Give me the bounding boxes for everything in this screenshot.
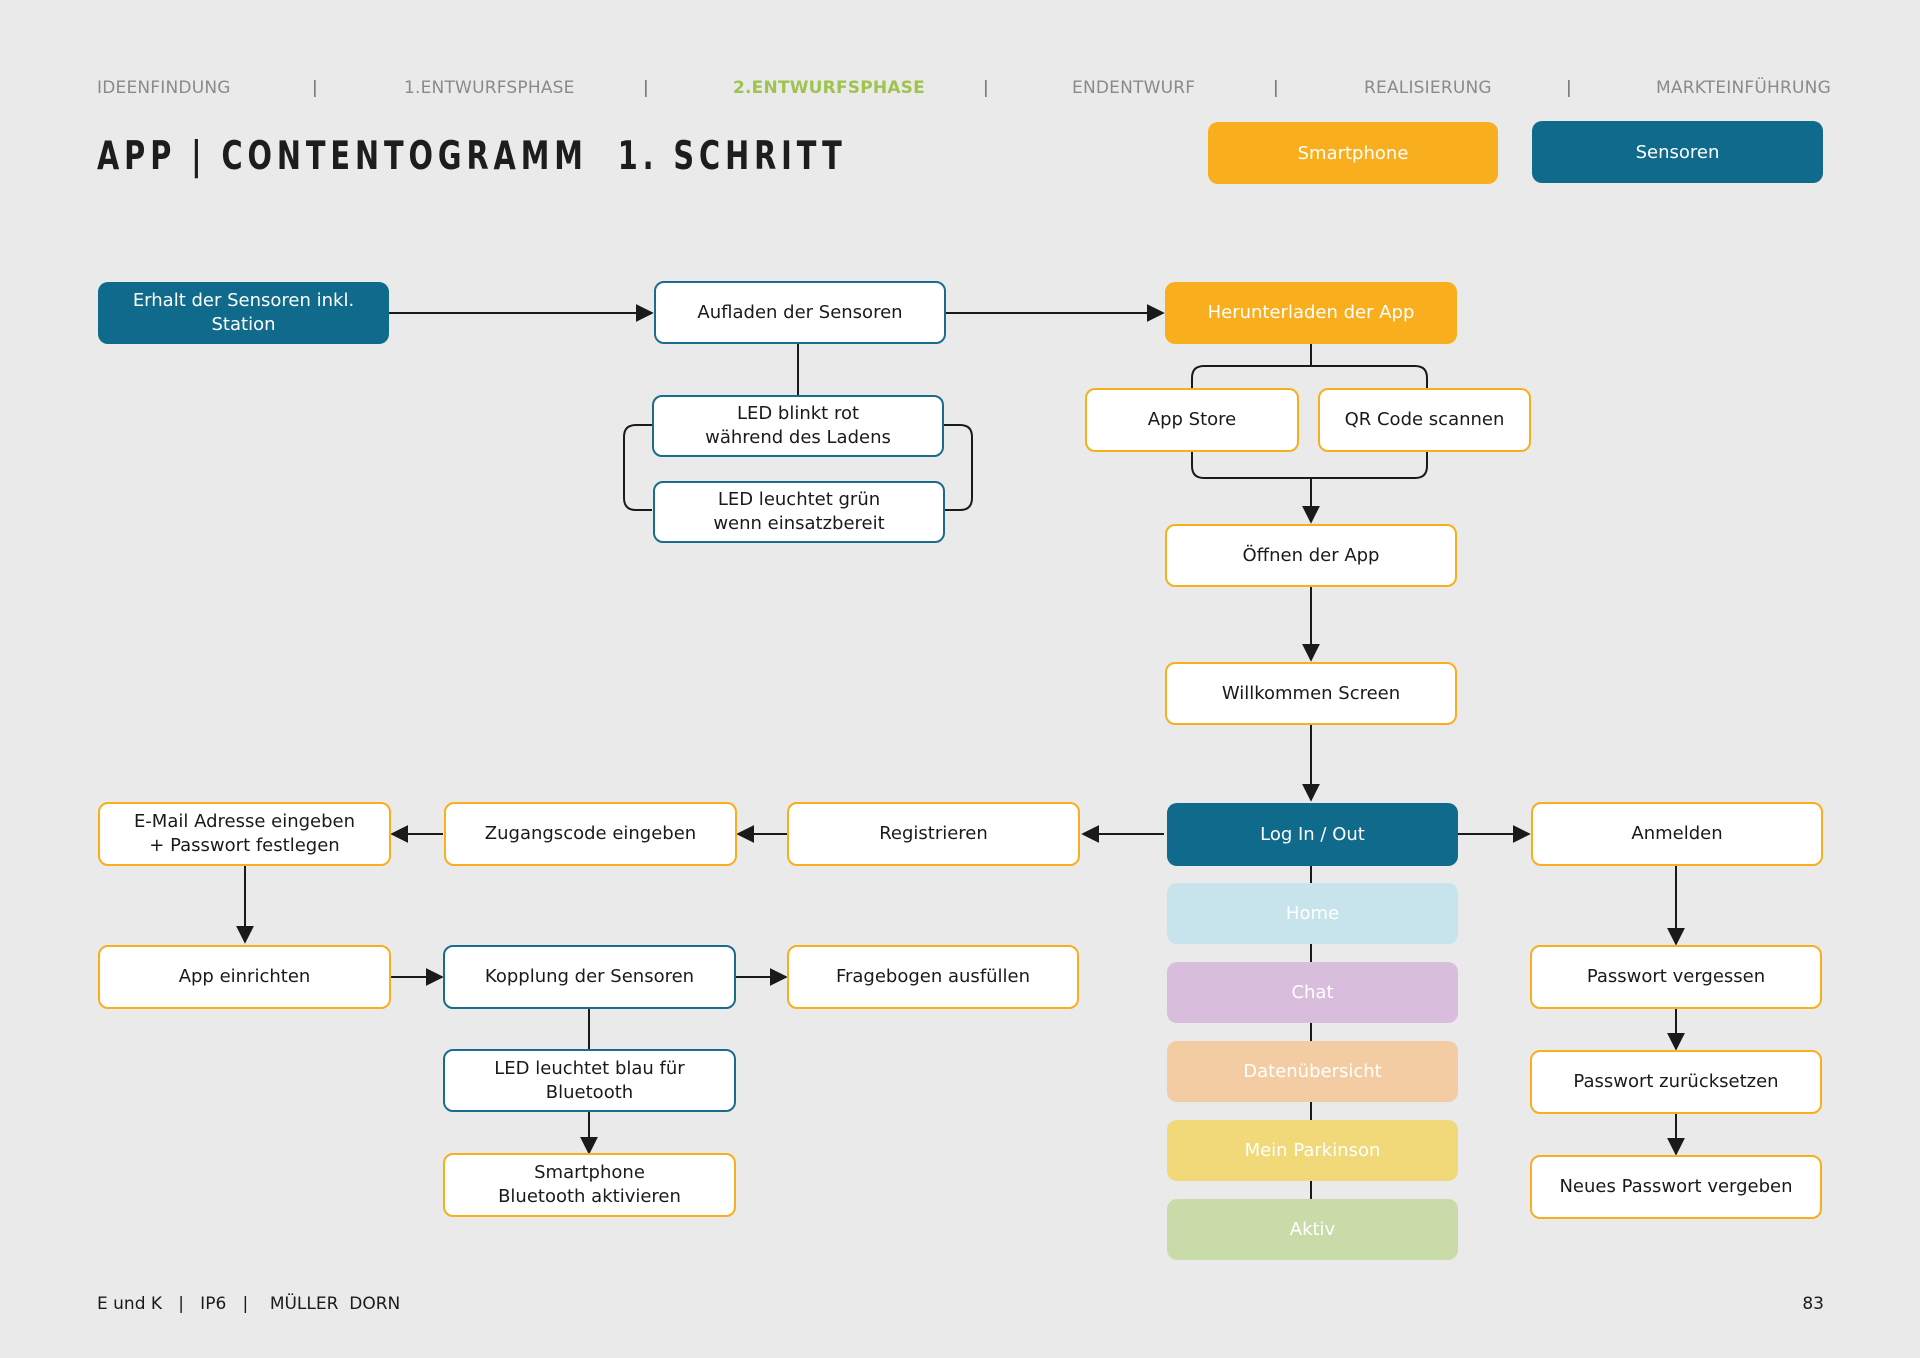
node-fragebogen-ausfuellen: Fragebogen ausfüllen: [787, 945, 1079, 1009]
nav-separator: |: [312, 78, 318, 98]
node-email-passwort: E-Mail Adresse eingeben + Passwort festle…: [98, 802, 391, 866]
nav-separator: |: [983, 78, 989, 98]
menu-item-chat: Chat: [1167, 962, 1458, 1023]
node-willkommen-screen: Willkommen Screen: [1165, 662, 1457, 725]
node-erhalt-sensoren: Erhalt der Sensoren inkl. Station: [98, 282, 389, 344]
node-herunterladen-app: Herunterladen der App: [1165, 282, 1457, 344]
node-neues-passwort: Neues Passwort vergeben: [1530, 1155, 1822, 1219]
menu-item-datenuebersicht: Datenübersicht: [1167, 1041, 1458, 1102]
node-led-leuchtet-gruen: LED leuchtet grün wenn einsatzbereit: [653, 481, 945, 543]
nav-item-realisierung[interactable]: REALISIERUNG: [1364, 78, 1492, 98]
nav-separator: |: [643, 78, 649, 98]
node-registrieren: Registrieren: [787, 802, 1080, 866]
bracket-led-left: [623, 424, 652, 511]
node-led-leuchtet-gruen-line1: LED leuchtet grün: [717, 489, 881, 510]
bracket-download-top: [1191, 365, 1428, 390]
node-led-leuchtet-gruen-line2: wenn einsatzbereit: [713, 513, 885, 534]
bracket-download-bottom: [1191, 450, 1428, 479]
node-email-line2: + Passwort festlegen: [149, 835, 340, 856]
node-app-einrichten: App einrichten: [98, 945, 391, 1009]
node-oeffnen-app: Öffnen der App: [1165, 524, 1457, 587]
menu-item-home: Home: [1167, 883, 1458, 944]
node-passwort-zuruecksetzen: Passwort zurücksetzen: [1530, 1050, 1822, 1114]
nav-item-ideenfindung[interactable]: IDEENFINDUNG: [97, 78, 231, 98]
footer-credits: E und K | IP6 | MÜLLER DORN: [97, 1294, 401, 1314]
node-led-blinkt-rot: LED blinkt rot während des Ladens: [652, 395, 944, 457]
nav-separator: |: [1566, 78, 1572, 98]
node-passwort-vergessen: Passwort vergessen: [1530, 945, 1822, 1009]
bracket-led-right: [944, 424, 973, 511]
nav-item-2-entwurfsphase[interactable]: 2.ENTWURFSPHASE: [733, 78, 925, 98]
menu-item-mein-parkinson: Mein Parkinson: [1167, 1120, 1458, 1181]
node-log-in-out: Log In / Out: [1167, 803, 1458, 866]
node-zugangscode-eingeben: Zugangscode eingeben: [444, 802, 737, 866]
node-app-store: App Store: [1085, 388, 1299, 452]
nav-item-endentwurf[interactable]: ENDENTWURF: [1072, 78, 1196, 98]
page-number: 83: [1802, 1294, 1824, 1314]
node-bluetooth-line1: Smartphone: [534, 1162, 645, 1183]
menu-item-aktiv: Aktiv: [1167, 1199, 1458, 1260]
phase-navigation: IDEENFINDUNG | 1.ENTWURFSPHASE | 2.ENTWU…: [97, 78, 1831, 102]
node-email-line1: E-Mail Adresse eingeben: [133, 811, 356, 832]
node-led-leuchtet-blau: LED leuchtet blau für Bluetooth: [443, 1049, 736, 1112]
node-anmelden: Anmelden: [1531, 802, 1823, 866]
page-title: APP | CONTENTOGRAMM 1. SCHRITT: [97, 134, 847, 179]
legend-smartphone: Smartphone: [1208, 122, 1498, 184]
legend-sensoren: Sensoren: [1532, 121, 1823, 183]
node-kopplung-sensoren: Kopplung der Sensoren: [443, 945, 736, 1009]
node-qr-code-scannen: QR Code scannen: [1318, 388, 1531, 452]
node-led-blinkt-rot-line1: LED blinkt rot: [736, 403, 860, 424]
node-aufladen-sensoren: Aufladen der Sensoren: [654, 281, 946, 344]
nav-separator: |: [1273, 78, 1279, 98]
nav-item-markteinfuehrung[interactable]: MARKTEINFÜHRUNG: [1656, 78, 1831, 98]
nav-item-1-entwurfsphase[interactable]: 1.ENTWURFSPHASE: [404, 78, 575, 98]
node-bluetooth-line2: Bluetooth aktivieren: [498, 1186, 681, 1207]
node-led-blinkt-rot-line2: während des Ladens: [705, 427, 891, 448]
